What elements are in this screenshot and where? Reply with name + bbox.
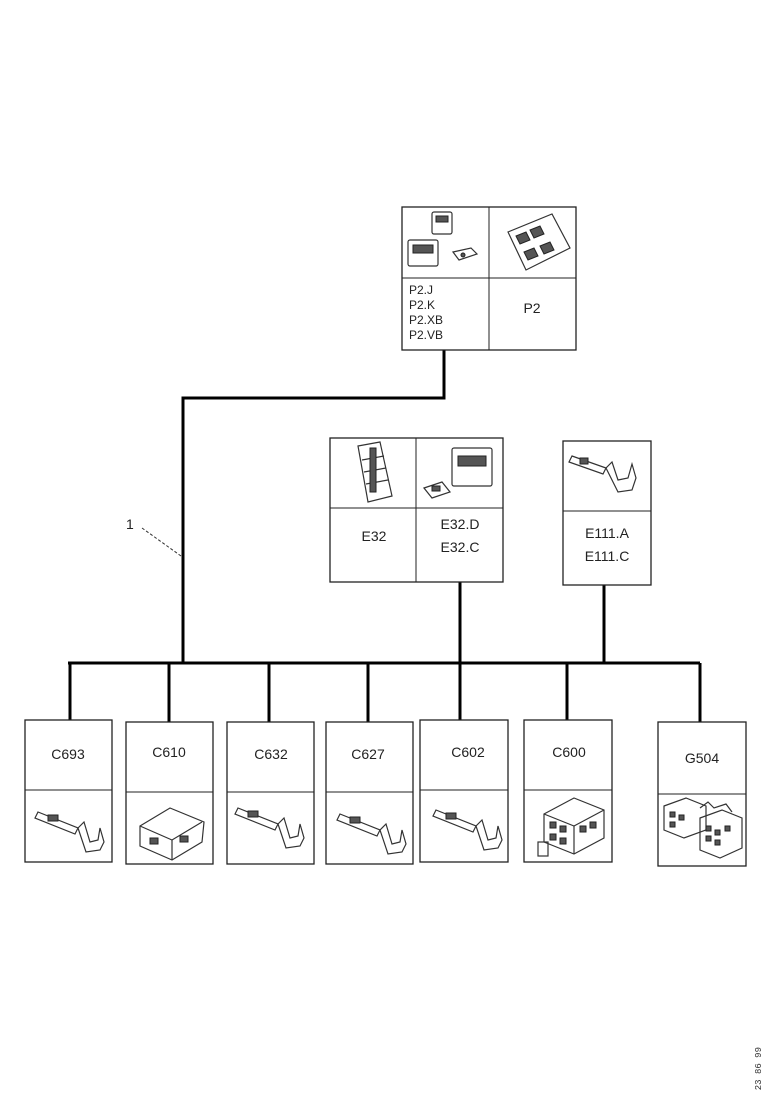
wire-from-p2 [181,350,446,663]
connector-label: C627 [351,746,385,762]
e32-plugs-icon [422,447,493,499]
multi-pin-connector-icon [663,797,743,859]
connector-e111: E111.A E111.C [562,440,652,586]
e111-label-2: E111.C [585,548,630,564]
e111-terminal-icon [568,455,637,493]
connector-label: G504 [685,750,719,766]
connector-c602: C602 [419,719,509,863]
connector-g504: G504 [657,721,747,867]
multi-pin-connector-icon [537,797,605,857]
drawing-code: 23 86 99 [754,1046,764,1090]
callout-leader [141,527,182,557]
terminal-pin-icon [234,807,305,849]
connector-housing-icon [139,807,205,861]
p2-left-label-2: P2.K [409,298,435,312]
connector-c632: C632 [226,721,315,865]
e32-housing-icon [357,441,393,503]
connector-label: C632 [254,746,288,762]
connector-c627: C627 [325,721,414,865]
connector-p2: P2.J P2.K P2.XB P2.VB P2 [401,206,577,351]
p2-right-label: P2 [523,300,540,316]
connector-c693: C693 [24,719,113,863]
terminal-pin-icon [336,813,407,855]
connector-label: C610 [152,744,186,760]
connector-e32: E32 E32.D E32.C [329,437,504,583]
p2-board-icon [507,213,571,271]
p2-left-label-1: P2.J [409,283,433,297]
connector-c610: C610 [125,721,214,865]
e32-right-label-2: E32.C [441,539,480,555]
p2-plugs-icon [407,211,479,267]
connector-label: C693 [51,746,85,762]
e32-right-label-1: E32.D [441,516,480,532]
terminal-pin-icon [34,811,105,853]
e32-left-label: E32 [362,528,387,544]
e111-label-1: E111.A [585,525,630,541]
connector-label: C600 [552,744,586,760]
terminal-pin-icon [432,809,503,851]
callout-1: 1 [126,516,182,557]
connector-label: C602 [451,744,485,760]
callout-label: 1 [126,516,134,532]
p2-left-label-4: P2.VB [409,328,443,342]
wiring-harness [68,350,702,722]
connector-c600: C600 [523,719,613,863]
p2-left-label-3: P2.XB [409,313,443,327]
